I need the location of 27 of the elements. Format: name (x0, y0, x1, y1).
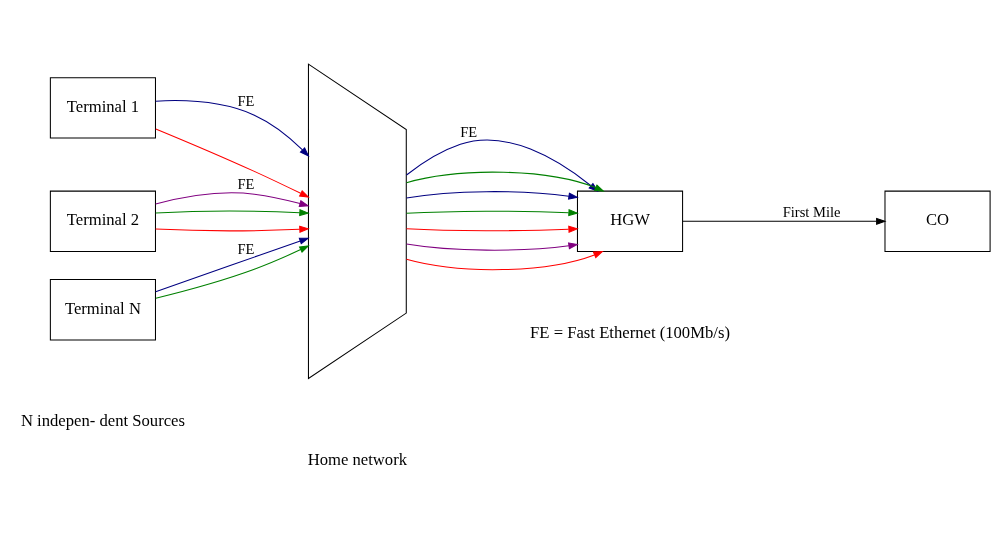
arrow (155, 237, 310, 292)
arrow (405, 225, 579, 233)
arrow (405, 250, 604, 270)
node-trapezoid (307, 62, 407, 379)
edge-label: First Mile (782, 203, 841, 220)
edge-label: FE (237, 175, 255, 192)
node-box: CO (884, 190, 991, 252)
node-box: Terminal N (49, 278, 156, 340)
edge-label: FE (460, 123, 478, 140)
arrow (155, 99, 310, 157)
edge-label: FE (237, 92, 255, 109)
arrow (682, 217, 887, 225)
node-box: HGW (576, 190, 684, 252)
arrow (405, 190, 579, 200)
node-box: Terminal 1 (49, 76, 156, 139)
arrow (405, 208, 579, 216)
label: Home network (307, 449, 408, 469)
label: N indepen- dent Sources (20, 410, 185, 430)
arrow (155, 127, 310, 198)
node-box: Terminal 2 (49, 190, 156, 252)
arrow (405, 241, 579, 251)
edge-label: FE (237, 240, 255, 257)
arrow (155, 191, 310, 207)
arrow (155, 225, 310, 233)
arrow (155, 208, 310, 216)
label: FE = Fast Ethernet (100Mb/s) (530, 322, 730, 342)
arrow (155, 244, 310, 299)
